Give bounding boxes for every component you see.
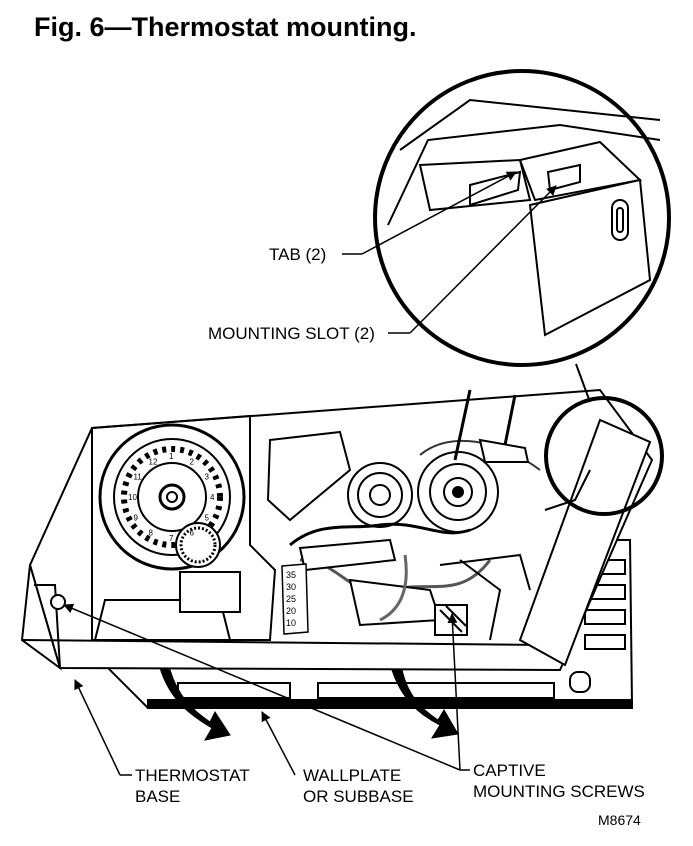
dial-digit: 4	[210, 493, 215, 502]
dial-digit: 9	[134, 514, 139, 523]
scale-mark: 30	[286, 582, 296, 592]
figure-title: Fig. 6—Thermostat mounting.	[34, 12, 417, 42]
dial-digit: 5	[205, 514, 210, 523]
dial-digit: 11	[134, 473, 143, 482]
wallplate-label: WALLPLATE OR SUBBASE	[303, 765, 414, 807]
captive-screws-label-line1: CAPTIVE	[473, 761, 546, 780]
scale-mark: 25	[286, 594, 296, 604]
figure-code: M8674	[598, 812, 641, 828]
captive-screws-label-line2: MOUNTING SCREWS	[473, 782, 645, 801]
dial-digit: 3	[205, 473, 210, 482]
scale-mark: 20	[286, 606, 296, 616]
captive-screws-label: CAPTIVE MOUNTING SCREWS	[473, 760, 645, 802]
dial-digit: 1	[169, 452, 174, 461]
scale-mark: 10	[286, 618, 296, 628]
dial-digit: 10	[128, 493, 137, 502]
thermostat-base-label: THERMOSTAT BASE	[135, 765, 250, 807]
base-end-cover	[518, 418, 652, 667]
temperature-scale	[281, 563, 309, 635]
magnified-detail	[373, 69, 671, 367]
dial-digit: 12	[149, 458, 158, 467]
temperature-scale-marks: 35 30 25 20 10	[286, 570, 296, 628]
mounting-slot-label: MOUNTING SLOT (2)	[208, 324, 375, 343]
tab-label: TAB (2)	[269, 245, 327, 264]
dial-digit: 7	[169, 534, 174, 543]
scale-mark: 35	[286, 570, 296, 580]
rotation-arrows	[159, 667, 459, 741]
thermostat-mechanism	[266, 389, 541, 641]
callout-leaders	[63, 171, 557, 776]
wallplate-label-line2: OR SUBBASE	[303, 787, 414, 806]
dial-digit: 6	[190, 529, 195, 538]
setpoint-dial	[98, 423, 246, 571]
dial-housing	[91, 414, 277, 641]
detail-callout-circle	[544, 363, 664, 516]
dial-digit: 2	[190, 458, 195, 467]
wallplate-label-line1: WALLPLATE	[303, 766, 402, 785]
dial-digit: 8	[149, 529, 154, 538]
thermostat-base-label-line1: THERMOSTAT	[135, 766, 250, 785]
thermostat-base-label-line2: BASE	[135, 787, 181, 806]
